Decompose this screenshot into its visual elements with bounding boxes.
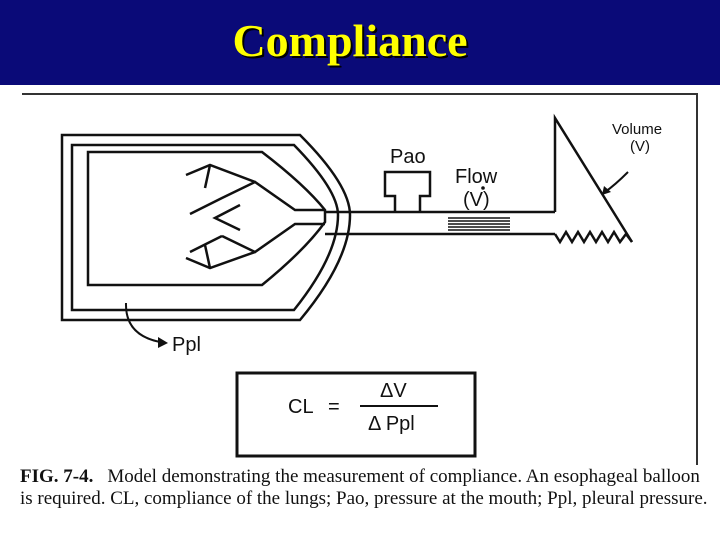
formula-denominator: Δ Ppl [368, 413, 415, 435]
formula-lhs: CL [288, 396, 314, 418]
formula-equals: = [328, 396, 340, 418]
ppl-arrowhead [158, 337, 168, 348]
caption-text: Model demonstrating the measurement of c… [20, 466, 708, 509]
figure-frame [22, 93, 698, 465]
volume-arrow [604, 171, 629, 193]
formula-box [235, 371, 477, 458]
pao-label: Pao [390, 146, 426, 168]
figure-label: FIG. 7-4. [20, 466, 94, 487]
chest-wall-inner [70, 143, 340, 312]
airway-tree [185, 163, 325, 270]
volume-arrowhead [602, 186, 611, 195]
title-bar: Compliance [0, 0, 720, 85]
flow-resistance-screen [448, 217, 510, 231]
formula-numerator: ΔV [380, 380, 407, 402]
ppl-arrow [124, 302, 161, 343]
volume-label: Volume [612, 121, 662, 138]
figure-caption: FIG. 7-4.Model demonstrating the measure… [20, 466, 710, 510]
slide-title: Compliance [232, 15, 468, 66]
airway-tube [325, 210, 555, 236]
compliance-diagram: Pao Flow (V) Volume (V) Ppl CL = ΔV Δ Pp… [60, 113, 662, 458]
volume-symbol: (V) [630, 138, 650, 155]
volume-spirometer [553, 113, 634, 245]
flow-dot [481, 186, 485, 190]
pao-gauge [383, 170, 432, 212]
ppl-label: Ppl [172, 334, 201, 356]
flow-symbol: (V) [463, 189, 490, 211]
flow-label: Flow [455, 166, 498, 188]
chest-wall-outer [60, 133, 352, 322]
lung-outline [86, 150, 327, 287]
